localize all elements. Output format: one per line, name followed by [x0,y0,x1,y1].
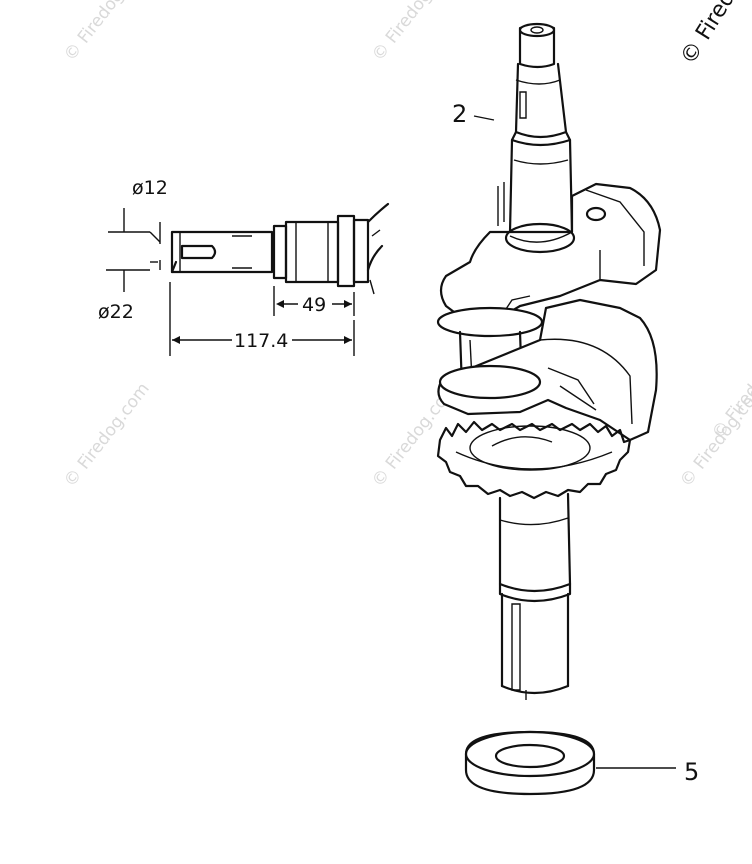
callout-part-5: 5 [596,758,699,786]
callout-part-2: 2 [452,100,495,128]
dimension-length-partial: 49 [302,294,326,316]
crankshaft-part [436,22,662,700]
dimension-length-total: 117.4 [234,330,288,352]
watermark-text: © Firedog.com [60,379,154,491]
dimension-dia-large: ø22 [98,301,134,323]
watermark-text-dark: © Firedog.com [676,0,752,69]
watermark-text: © Firedog.com [708,331,752,443]
watermark-text: © Firedog.com [60,0,154,65]
shaft-end-detail: ø12 ø22 49 117.4 [98,177,390,356]
watermark-text: © Firedog.com [368,0,462,65]
callout-label-washer: 5 [684,758,699,786]
callout-label-crankshaft: 2 [452,100,467,128]
dimension-dia-small: ø12 [132,177,168,199]
washer-part [464,730,596,796]
